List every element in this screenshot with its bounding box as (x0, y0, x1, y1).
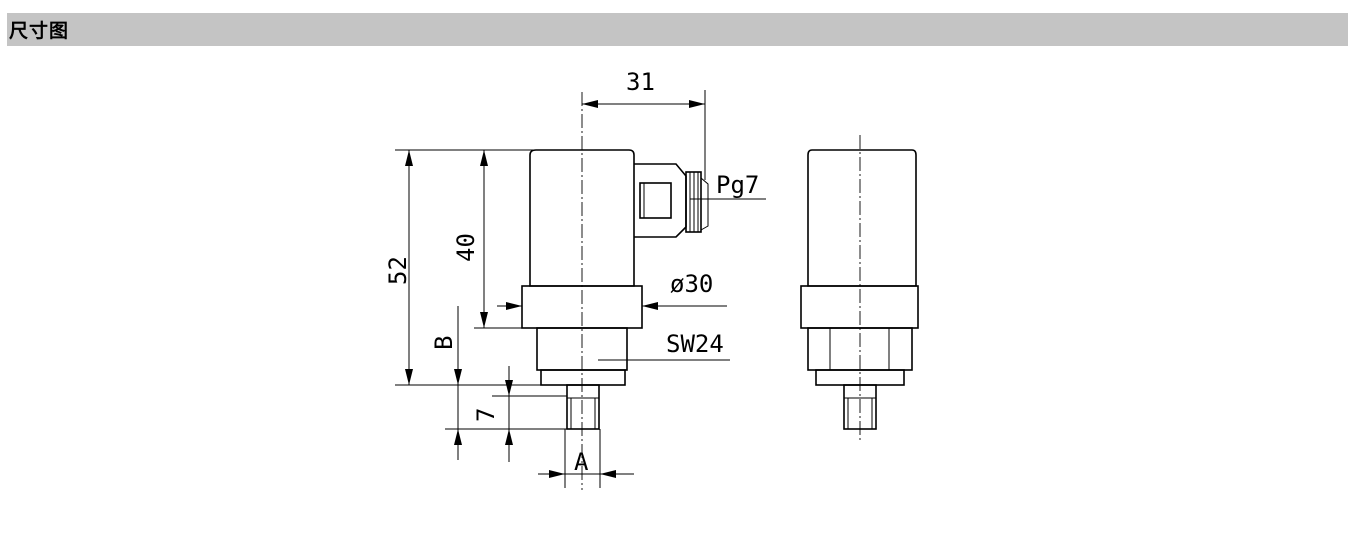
dim-label-diameter: ø30 (670, 270, 713, 298)
connector-window (639, 182, 672, 219)
dim-label-a: A (574, 448, 589, 476)
section-header: 尺寸图 (7, 13, 1348, 46)
dim-a (538, 429, 634, 488)
side-view (800, 135, 919, 440)
dim-label-40: 40 (452, 233, 480, 262)
dim-b (445, 306, 567, 460)
dim-label-pg7: Pg7 (716, 171, 759, 199)
dim-diameter (497, 302, 727, 310)
front-thread (566, 384, 600, 430)
dim-31 (582, 90, 706, 180)
side-housing (807, 149, 917, 287)
front-view (521, 92, 709, 490)
section-title: 尺寸图 (9, 21, 70, 42)
dim-52 (395, 149, 541, 386)
dim-label-31: 31 (626, 68, 655, 96)
side-collar (800, 285, 919, 329)
dim-label-52: 52 (384, 256, 412, 285)
dim-label-sw24: SW24 (666, 330, 724, 358)
front-base (540, 369, 626, 386)
dim-label-7: 7 (472, 408, 500, 422)
dim-40 (474, 150, 522, 329)
connector-plug (634, 163, 687, 238)
dim-label-b: B (430, 336, 458, 350)
dim-7 (492, 366, 567, 462)
